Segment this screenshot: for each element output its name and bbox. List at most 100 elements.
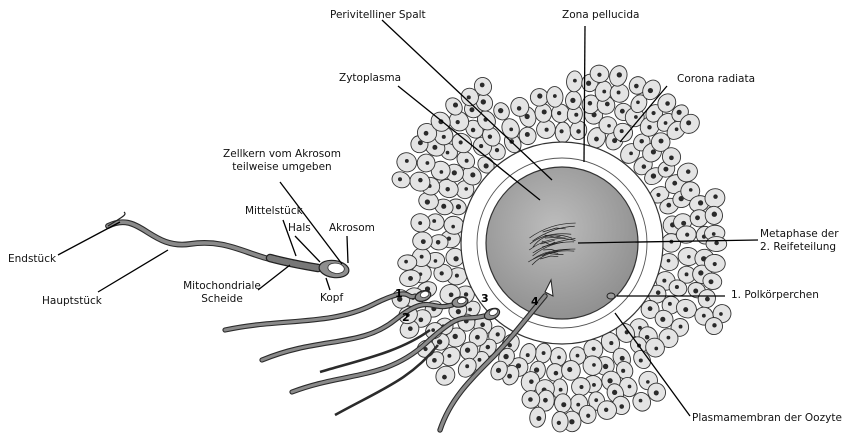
corona-cell-nucleus: [465, 364, 469, 368]
corona-cell-nucleus: [668, 302, 672, 306]
label-metaphase-line1: Metaphase der: [760, 228, 839, 241]
corona-cell-nucleus: [604, 408, 608, 412]
corona-cell-nucleus: [620, 109, 625, 114]
corona-cell-nucleus: [698, 270, 703, 275]
corona-cell-nucleus: [672, 181, 677, 186]
corona-cell-nucleus: [470, 172, 475, 177]
sperm-number-3: 3: [481, 292, 489, 305]
corona-cell-nucleus: [484, 163, 489, 168]
corona-cell-nucleus: [634, 115, 638, 119]
corona-cell-nucleus: [663, 167, 668, 172]
corona-cell-nucleus: [398, 177, 402, 181]
corona-cell-nucleus: [603, 364, 608, 369]
leader-line: [258, 265, 290, 290]
corona-cell-nucleus: [479, 144, 483, 148]
leader-line: [584, 26, 585, 162]
label-corona-radiata: Corona radiata: [677, 73, 755, 86]
corona-cell-nucleus: [687, 255, 691, 259]
corona-cell-nucleus: [713, 194, 717, 198]
corona-cell-nucleus: [570, 98, 575, 103]
label-akrosom: Akrosom: [329, 222, 375, 235]
corona-cell-nucleus: [453, 256, 458, 261]
corona-cell-nucleus: [679, 325, 683, 329]
corona-cell-nucleus: [659, 139, 664, 144]
corona-cell-nucleus: [542, 109, 547, 114]
corona-cell-nucleus: [579, 385, 583, 389]
corona-cell-nucleus: [656, 193, 660, 197]
corona-cell-nucleus: [639, 358, 643, 362]
corona-cell-nucleus: [440, 170, 444, 174]
corona-cell-nucleus: [437, 339, 442, 344]
corona-cell-nucleus: [685, 272, 689, 276]
corona-cell-nucleus: [576, 403, 580, 407]
label-metaphase: Metaphase der 2. Reifeteilung: [760, 228, 839, 254]
corona-cell-nucleus: [449, 293, 454, 298]
corona-cell-nucleus: [607, 378, 612, 383]
corona-cell-nucleus: [592, 383, 596, 387]
sperm-tail: [108, 222, 285, 262]
corona-cell-nucleus: [667, 336, 671, 340]
corona-cell-nucleus: [576, 354, 580, 358]
sperm-number-1: 1: [395, 287, 403, 300]
corona-cell-nucleus: [440, 271, 444, 275]
corona-cell-nucleus: [586, 414, 590, 418]
corona-cell-nucleus: [686, 169, 691, 174]
corona-cell-nucleus: [456, 204, 461, 209]
corona-cell-nucleus: [554, 371, 559, 376]
corona-cell-nucleus: [712, 212, 717, 217]
corona-cell-nucleus: [459, 140, 463, 144]
corona-cell-nucleus: [702, 314, 706, 318]
corona-cell-nucleus: [573, 79, 577, 83]
corona-cell-nucleus: [594, 137, 599, 142]
corona-cell-nucleus: [645, 335, 650, 340]
leader-line: [98, 250, 168, 292]
corona-cell-nucleus: [639, 139, 643, 143]
corona-cell-nucleus: [594, 398, 598, 402]
corona-cell-nucleus: [648, 306, 653, 311]
corona-cell-nucleus: [536, 416, 541, 421]
corona-cell-nucleus: [675, 127, 679, 131]
corona-cell-nucleus: [719, 312, 723, 316]
corona-cell-nucleus: [681, 221, 686, 226]
corona-cell-nucleus: [574, 113, 578, 117]
corona-cell-nucleus: [557, 421, 561, 425]
corona-cell-nucleus: [557, 356, 561, 360]
corona-cell-nucleus: [452, 170, 457, 175]
corona-cell-nucleus: [442, 135, 446, 139]
label-hauptstueck: Hauptstück: [42, 295, 102, 308]
corona-cell-nucleus: [712, 323, 716, 327]
corona-cell-nucleus: [419, 317, 424, 322]
corona-cell-nucleus: [639, 399, 643, 403]
corona-cell-nucleus: [481, 99, 486, 104]
corona-cell-nucleus: [709, 279, 714, 284]
corona-cell-nucleus: [436, 240, 441, 245]
corona-cell-nucleus: [576, 129, 581, 134]
corona-cell-nucleus: [545, 128, 549, 132]
corona-cell-nucleus: [607, 124, 611, 128]
corona-cell-nucleus: [664, 121, 668, 125]
corona-cell-nucleus: [453, 102, 458, 107]
label-mitochondriale-scheide: Mitochondriale Scheide: [182, 280, 262, 306]
corona-cell-nucleus: [424, 131, 429, 136]
corona-cell-nucleus: [698, 200, 703, 205]
corona-cell-nucleus: [496, 332, 500, 336]
label-zellkern-line2: teilweise umgeben: [212, 161, 352, 174]
label-mitochondriale-line1: Mitochondriale: [182, 280, 262, 293]
corona-cell-nucleus: [425, 161, 429, 165]
corona-cell-nucleus: [620, 129, 624, 133]
corona-cell-nucleus: [480, 322, 485, 327]
corona-cell-nucleus: [605, 102, 610, 107]
corona-cell-nucleus: [525, 132, 530, 137]
corona-cell-nucleus: [456, 309, 461, 314]
corona-cell-nucleus: [609, 341, 613, 345]
corona-cell-nucleus: [656, 290, 661, 295]
corona-cell-nucleus: [654, 347, 658, 351]
label-zellkern-line1: Zellkern vom Akrosom: [212, 148, 352, 161]
corona-cell-nucleus: [634, 84, 639, 89]
corona-cell-nucleus: [432, 219, 436, 223]
corona-cell-nucleus: [537, 93, 542, 98]
label-mittelstueck: Mittelstück: [245, 205, 303, 218]
corona-cell-nucleus: [683, 307, 688, 312]
corona-cell-nucleus: [431, 328, 435, 332]
